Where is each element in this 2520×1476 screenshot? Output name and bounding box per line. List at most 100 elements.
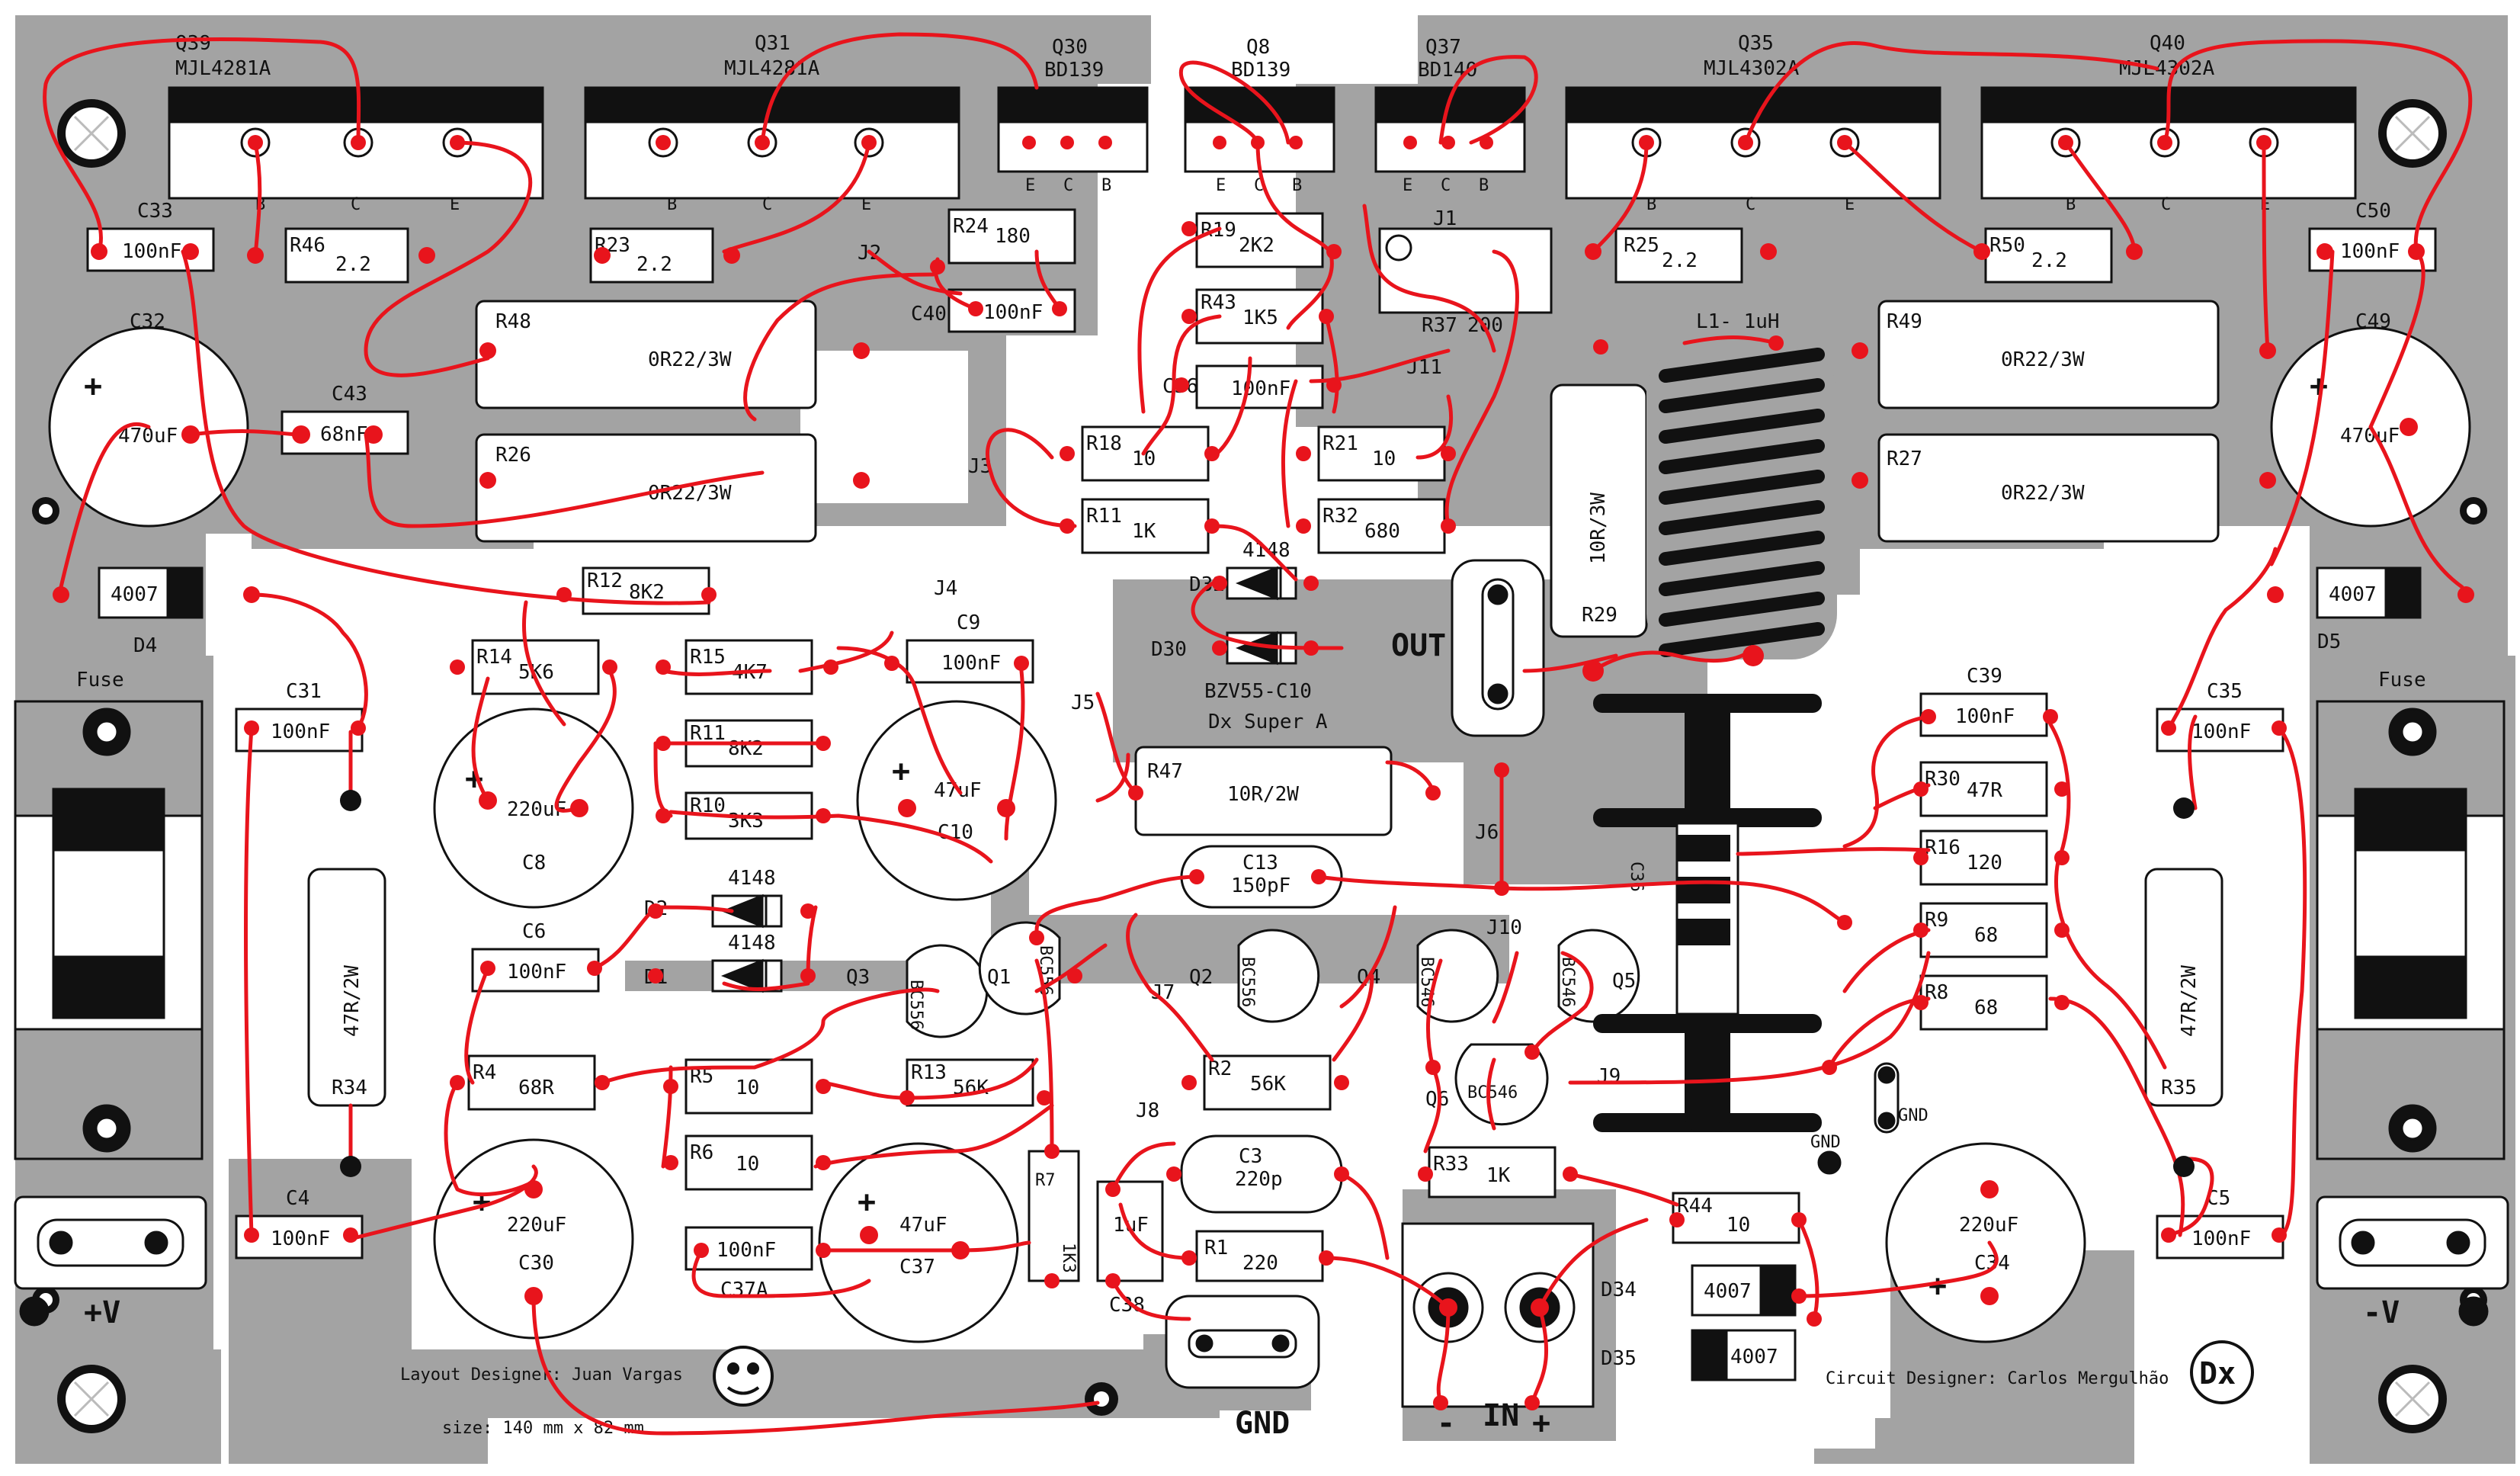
svg-text:R18: R18 (1086, 432, 1122, 455)
svg-text:R48: R48 (495, 310, 531, 333)
svg-text:4007: 4007 (111, 583, 159, 606)
svg-text:C13: C13 (1242, 852, 1278, 874)
svg-text:D34: D34 (1601, 1279, 1637, 1301)
svg-text:R11: R11 (690, 722, 726, 745)
svg-text:R43: R43 (1201, 291, 1236, 314)
svg-text:2.2: 2.2 (1662, 249, 1698, 272)
svg-text:C35: C35 (2207, 680, 2243, 703)
svg-text:C: C (1063, 176, 1073, 195)
j10-label: J10 (1486, 916, 1522, 939)
resistor-r1: R1 220 (1195, 1230, 1324, 1282)
svg-text:10: 10 (736, 1077, 759, 1099)
svg-text:C3: C3 (1239, 1145, 1262, 1168)
svg-text:C43: C43 (332, 383, 367, 406)
svg-text:4007: 4007 (1730, 1346, 1778, 1369)
layout-designer-label: Layout Designer: Juan Vargas (400, 1365, 683, 1385)
svg-text:C34: C34 (1974, 1252, 2010, 1275)
svg-text:8K2: 8K2 (728, 737, 764, 760)
svg-text:C6: C6 (522, 920, 546, 943)
svg-text:220: 220 (1242, 1252, 1278, 1275)
svg-text:0R22/3W: 0R22/3W (648, 348, 732, 371)
svg-text:C8: C8 (522, 852, 546, 874)
frog-logo (713, 1346, 774, 1407)
svg-text:100nF: 100nF (983, 301, 1043, 324)
svg-text:R1: R1 (1204, 1237, 1228, 1259)
svg-text:R6: R6 (690, 1141, 713, 1164)
svg-text:R4: R4 (473, 1061, 496, 1084)
svg-text:R12: R12 (587, 570, 623, 592)
svg-text:BC546: BC546 (1467, 1083, 1518, 1102)
svg-text:R21: R21 (1323, 432, 1358, 455)
svg-text:Q1: Q1 (987, 966, 1011, 989)
svg-text:+: + (1928, 1269, 1947, 1304)
svg-text:100nF: 100nF (271, 720, 330, 743)
svg-text:GND: GND (1810, 1133, 1841, 1152)
svg-text:120: 120 (1967, 852, 2002, 874)
svg-text:C50: C50 (2355, 200, 2391, 223)
svg-text:R14: R14 (476, 646, 512, 669)
svg-text:0R22/3W: 0R22/3W (2001, 482, 2085, 505)
fuse-left-label: Fuse (76, 669, 124, 691)
svg-text:4007: 4007 (1704, 1280, 1752, 1303)
svg-text:R16: R16 (1925, 836, 1961, 859)
svg-text:R27: R27 (1887, 448, 1922, 470)
fuse-holders: Fuse Fuse (14, 669, 2506, 1160)
svg-text:680: 680 (1364, 520, 1400, 543)
svg-text:2.2: 2.2 (2031, 249, 2067, 272)
svg-text:D5: D5 (2317, 631, 2341, 653)
q40-ref: Q40 (2150, 32, 2185, 55)
j9-label: J9 (1597, 1065, 1621, 1088)
svg-text:Q37: Q37 (1425, 36, 1461, 59)
transistor-q30: Q30 BD139 E C B (997, 36, 1149, 195)
gnd-label-bottom: GND (1235, 1406, 1290, 1441)
svg-text:R13: R13 (911, 1061, 947, 1084)
svg-text:220uF: 220uF (507, 1214, 566, 1237)
svg-text:GND: GND (1898, 1106, 1928, 1125)
out-label: OUT (1391, 628, 1446, 663)
svg-text:47R/2W: 47R/2W (341, 965, 364, 1037)
mounting-hole-bl (57, 1365, 126, 1433)
svg-text:C38: C38 (1109, 1294, 1145, 1317)
q39-pin-e: E (450, 195, 460, 214)
resistor-r16: R16 120 (1919, 829, 2048, 886)
diode-d30: D30 (1151, 631, 1297, 666)
svg-text:150pF: 150pF (1231, 874, 1290, 897)
svg-text:0R22/3W: 0R22/3W (2001, 348, 2085, 371)
svg-text:BC556: BC556 (1238, 957, 1257, 1007)
input-terminal: IN-+ (1401, 1222, 1595, 1441)
svg-text:1K: 1K (1132, 520, 1156, 543)
q35-pin-e: E (1845, 195, 1855, 214)
svg-text:1K5: 1K5 (1242, 306, 1278, 329)
svg-text:Dx: Dx (2199, 1356, 2236, 1391)
fuse-right-label: Fuse (2378, 669, 2426, 691)
fuse-left: Fuse (14, 669, 204, 1160)
svg-text:Q30: Q30 (1052, 36, 1088, 59)
transistor-q35: Q35 MJL4302A B C E (1565, 32, 1941, 214)
svg-text:Q2: Q2 (1189, 966, 1213, 989)
zener-label: BZV55-C10 (1204, 680, 1312, 703)
svg-text:R47: R47 (1147, 760, 1183, 783)
svg-text:D4: D4 (133, 634, 157, 657)
gnd-pad-right2: GND (1810, 1133, 1842, 1175)
q40-part: MJL4302A (2119, 57, 2215, 80)
